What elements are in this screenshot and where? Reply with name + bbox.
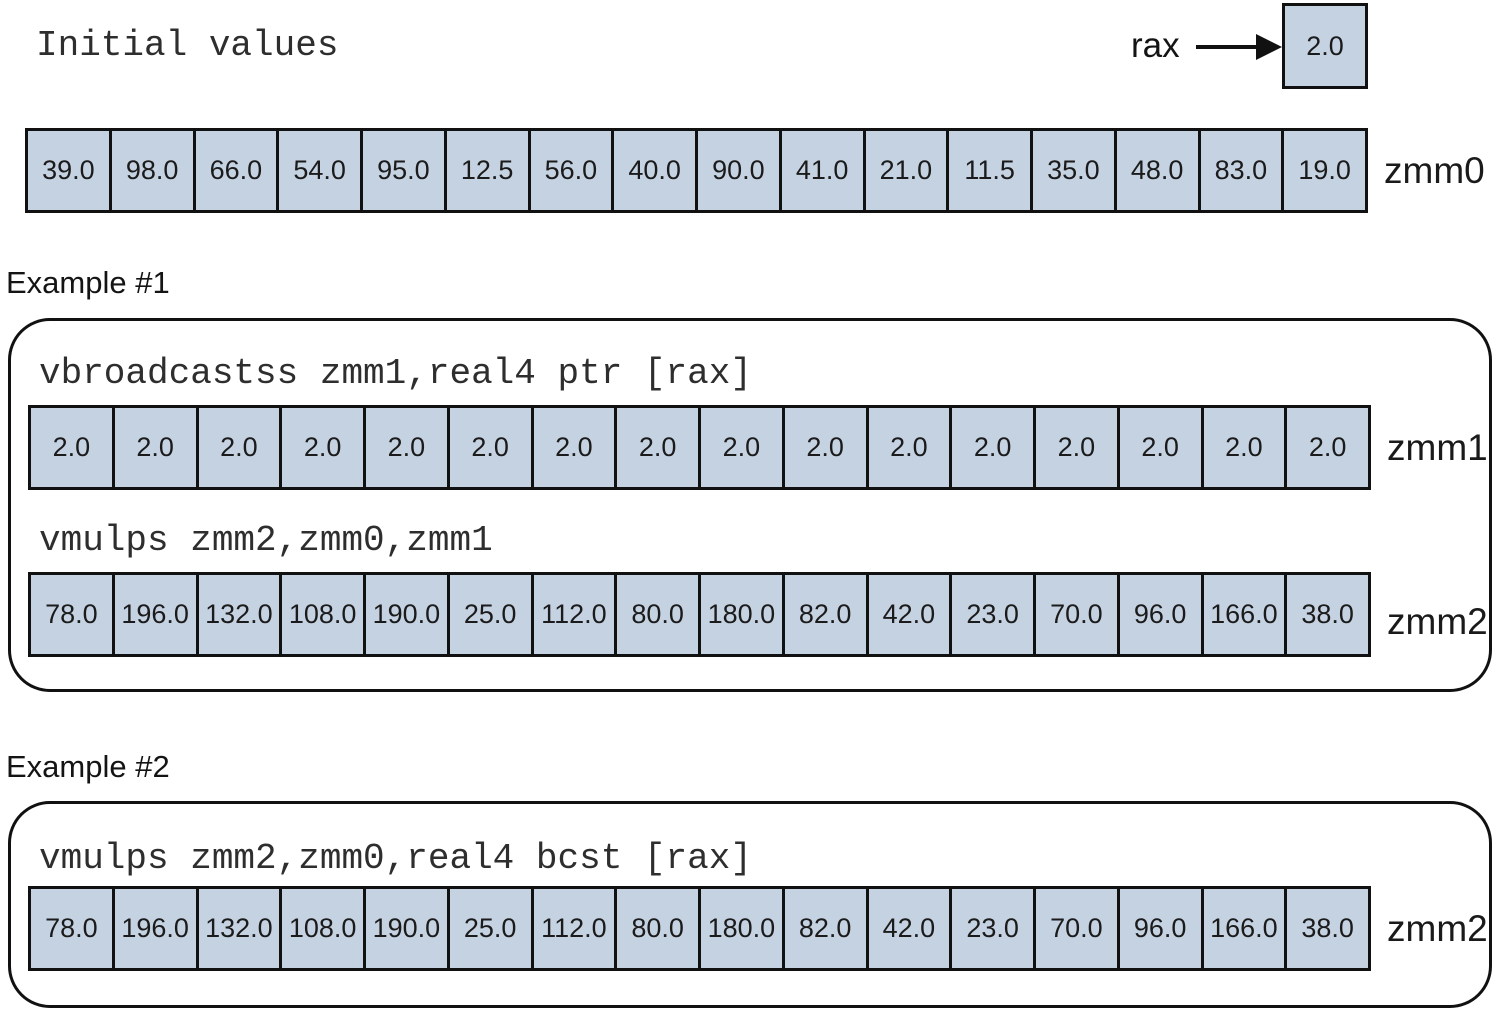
example1-instruction-vbroadcastss: vbroadcastss zmm1,real4 ptr [rax] [39,353,752,394]
example2-zmm2-register-label: zmm2 [1387,908,1488,949]
example2-instruction-vmulps-bcst: vmulps zmm2,zmm0,real4 bcst [rax] [39,838,752,879]
register-cell-value: 2.0 [366,408,447,487]
register-cell-value: 80.0 [617,889,698,968]
register-cell-value: 2.0 [784,408,866,487]
example1-heading: Example #1 [6,265,170,300]
example1-zmm2-register-label: zmm2 [1387,601,1488,642]
initial-values-title: Initial values [36,25,339,66]
register-cell-value: 180.0 [701,889,782,968]
register-cell-value: 2.0 [282,408,363,487]
register-cell-value: 80.0 [617,575,698,654]
register-cell-value: 190.0 [366,889,447,968]
register-cell-value: 25.0 [449,889,531,968]
register-cell-value: 108.0 [282,575,363,654]
register-cell-value: 42.0 [868,575,950,654]
register-cell-value: 2.0 [1119,408,1201,487]
register-cell-value: 38.0 [1287,575,1368,654]
register-cell-value: 25.0 [449,575,531,654]
register-cell-value: 56.0 [530,131,612,210]
register-cell-value: 2.0 [868,408,950,487]
register-cell-value: 132.0 [198,575,280,654]
zmm1-register-label: zmm1 [1387,427,1488,468]
register-cell-value: 2.0 [533,408,615,487]
register-cell-value: 70.0 [1036,889,1117,968]
register-cell-value: 21.0 [865,131,947,210]
register-cell-value: 2.0 [617,408,698,487]
rax-memory-cell: 2.0 [1282,3,1368,89]
register-cell-value: 12.5 [446,131,528,210]
register-cell-value: 190.0 [366,575,447,654]
register-cell-value: 40.0 [614,131,695,210]
register-cell-value: 2.0 [1036,408,1117,487]
register-cell-value: 196.0 [114,575,196,654]
register-cell-value: 2.0 [1287,408,1368,487]
register-cell-value: 82.0 [784,889,866,968]
register-cell-value: 70.0 [1036,575,1117,654]
register-cell-value: 166.0 [1203,889,1285,968]
register-cell-value: 166.0 [1203,575,1285,654]
register-cell-value: 41.0 [781,131,863,210]
register-cell-value: 112.0 [533,889,615,968]
register-cell-value: 48.0 [1116,131,1198,210]
rax-register-label: rax [1131,26,1180,65]
register-cell-value: 2.0 [114,408,196,487]
register-cell-value: 2.0 [701,408,782,487]
register-cell-value: 19.0 [1284,131,1365,210]
register-cell-value: 96.0 [1119,575,1201,654]
register-cell-value: 39.0 [28,131,109,210]
example2-heading: Example #2 [6,749,170,784]
register-cell-value: 35.0 [1033,131,1114,210]
rax-memory-value: 2.0 [1306,30,1344,61]
register-cell-value: 42.0 [868,889,950,968]
register-cell-value: 11.5 [949,131,1030,210]
zmm0-register-label: zmm0 [1384,150,1485,191]
register-cell-value: 95.0 [363,131,444,210]
register-cell-value: 2.0 [952,408,1033,487]
register-cell-value: 78.0 [31,575,112,654]
register-cell-value: 38.0 [1287,889,1368,968]
register-cell-value: 23.0 [952,575,1033,654]
register-cell-value: 66.0 [195,131,277,210]
register-cell-value: 2.0 [1203,408,1285,487]
register-cell-value: 180.0 [701,575,782,654]
register-cell-value: 108.0 [282,889,363,968]
register-cell-value: 23.0 [952,889,1033,968]
register-cell-value: 2.0 [449,408,531,487]
register-cell-value: 112.0 [533,575,615,654]
register-cell-value: 132.0 [198,889,280,968]
register-cell-value: 98.0 [111,131,193,210]
register-cell-value: 2.0 [198,408,280,487]
register-cell-value: 90.0 [698,131,779,210]
register-cell-value: 196.0 [114,889,196,968]
example1-instruction-vmulps: vmulps zmm2,zmm0,zmm1 [39,520,493,561]
register-cell-value: 78.0 [31,889,112,968]
register-cell-value: 82.0 [784,575,866,654]
rax-pointer-arrow-icon [1196,34,1282,60]
register-cell-value: 83.0 [1200,131,1282,210]
register-cell-value: 96.0 [1119,889,1201,968]
register-cell-value: 2.0 [31,408,112,487]
register-cell-value: 54.0 [279,131,360,210]
